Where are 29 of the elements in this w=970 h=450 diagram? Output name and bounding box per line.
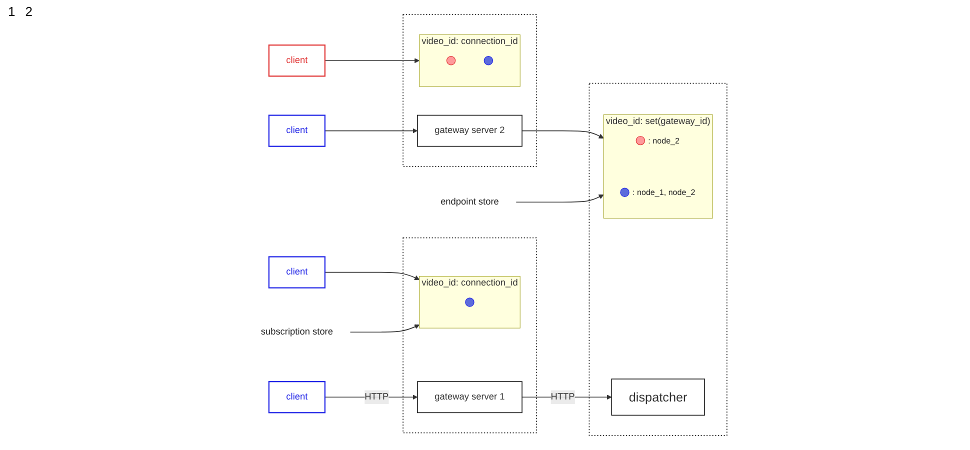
node-box: gateway server 1 <box>416 381 522 414</box>
cluster <box>588 82 728 436</box>
arrow <box>324 58 420 64</box>
node-circle <box>446 56 456 66</box>
node-box: client <box>268 44 326 77</box>
node-box: client <box>268 256 326 288</box>
cluster <box>402 237 537 434</box>
edge-label: HTTP <box>364 392 388 402</box>
arrow <box>521 130 604 138</box>
node-text: endpoint store <box>440 196 499 207</box>
node-box: gateway server 2 <box>416 114 522 147</box>
node-box: client <box>268 381 326 414</box>
step-number: 1 <box>8 4 16 19</box>
arrow <box>324 128 418 134</box>
cluster <box>402 14 537 167</box>
arrow <box>324 272 420 280</box>
cluster: video_id: connection_id <box>418 34 520 87</box>
node-circle <box>484 56 493 66</box>
node-text: subscription store <box>260 326 333 337</box>
node-box: dispatcher <box>610 378 705 416</box>
node-circle <box>620 188 630 197</box>
node-circle <box>636 136 645 146</box>
cluster: video_id: connection_id <box>418 276 520 328</box>
step-number: 2 <box>25 4 32 19</box>
edge-label: HTTP <box>550 392 575 402</box>
arrow <box>350 324 420 333</box>
node-circle <box>464 298 474 307</box>
node-box: client <box>268 114 326 147</box>
arrow <box>515 194 604 203</box>
